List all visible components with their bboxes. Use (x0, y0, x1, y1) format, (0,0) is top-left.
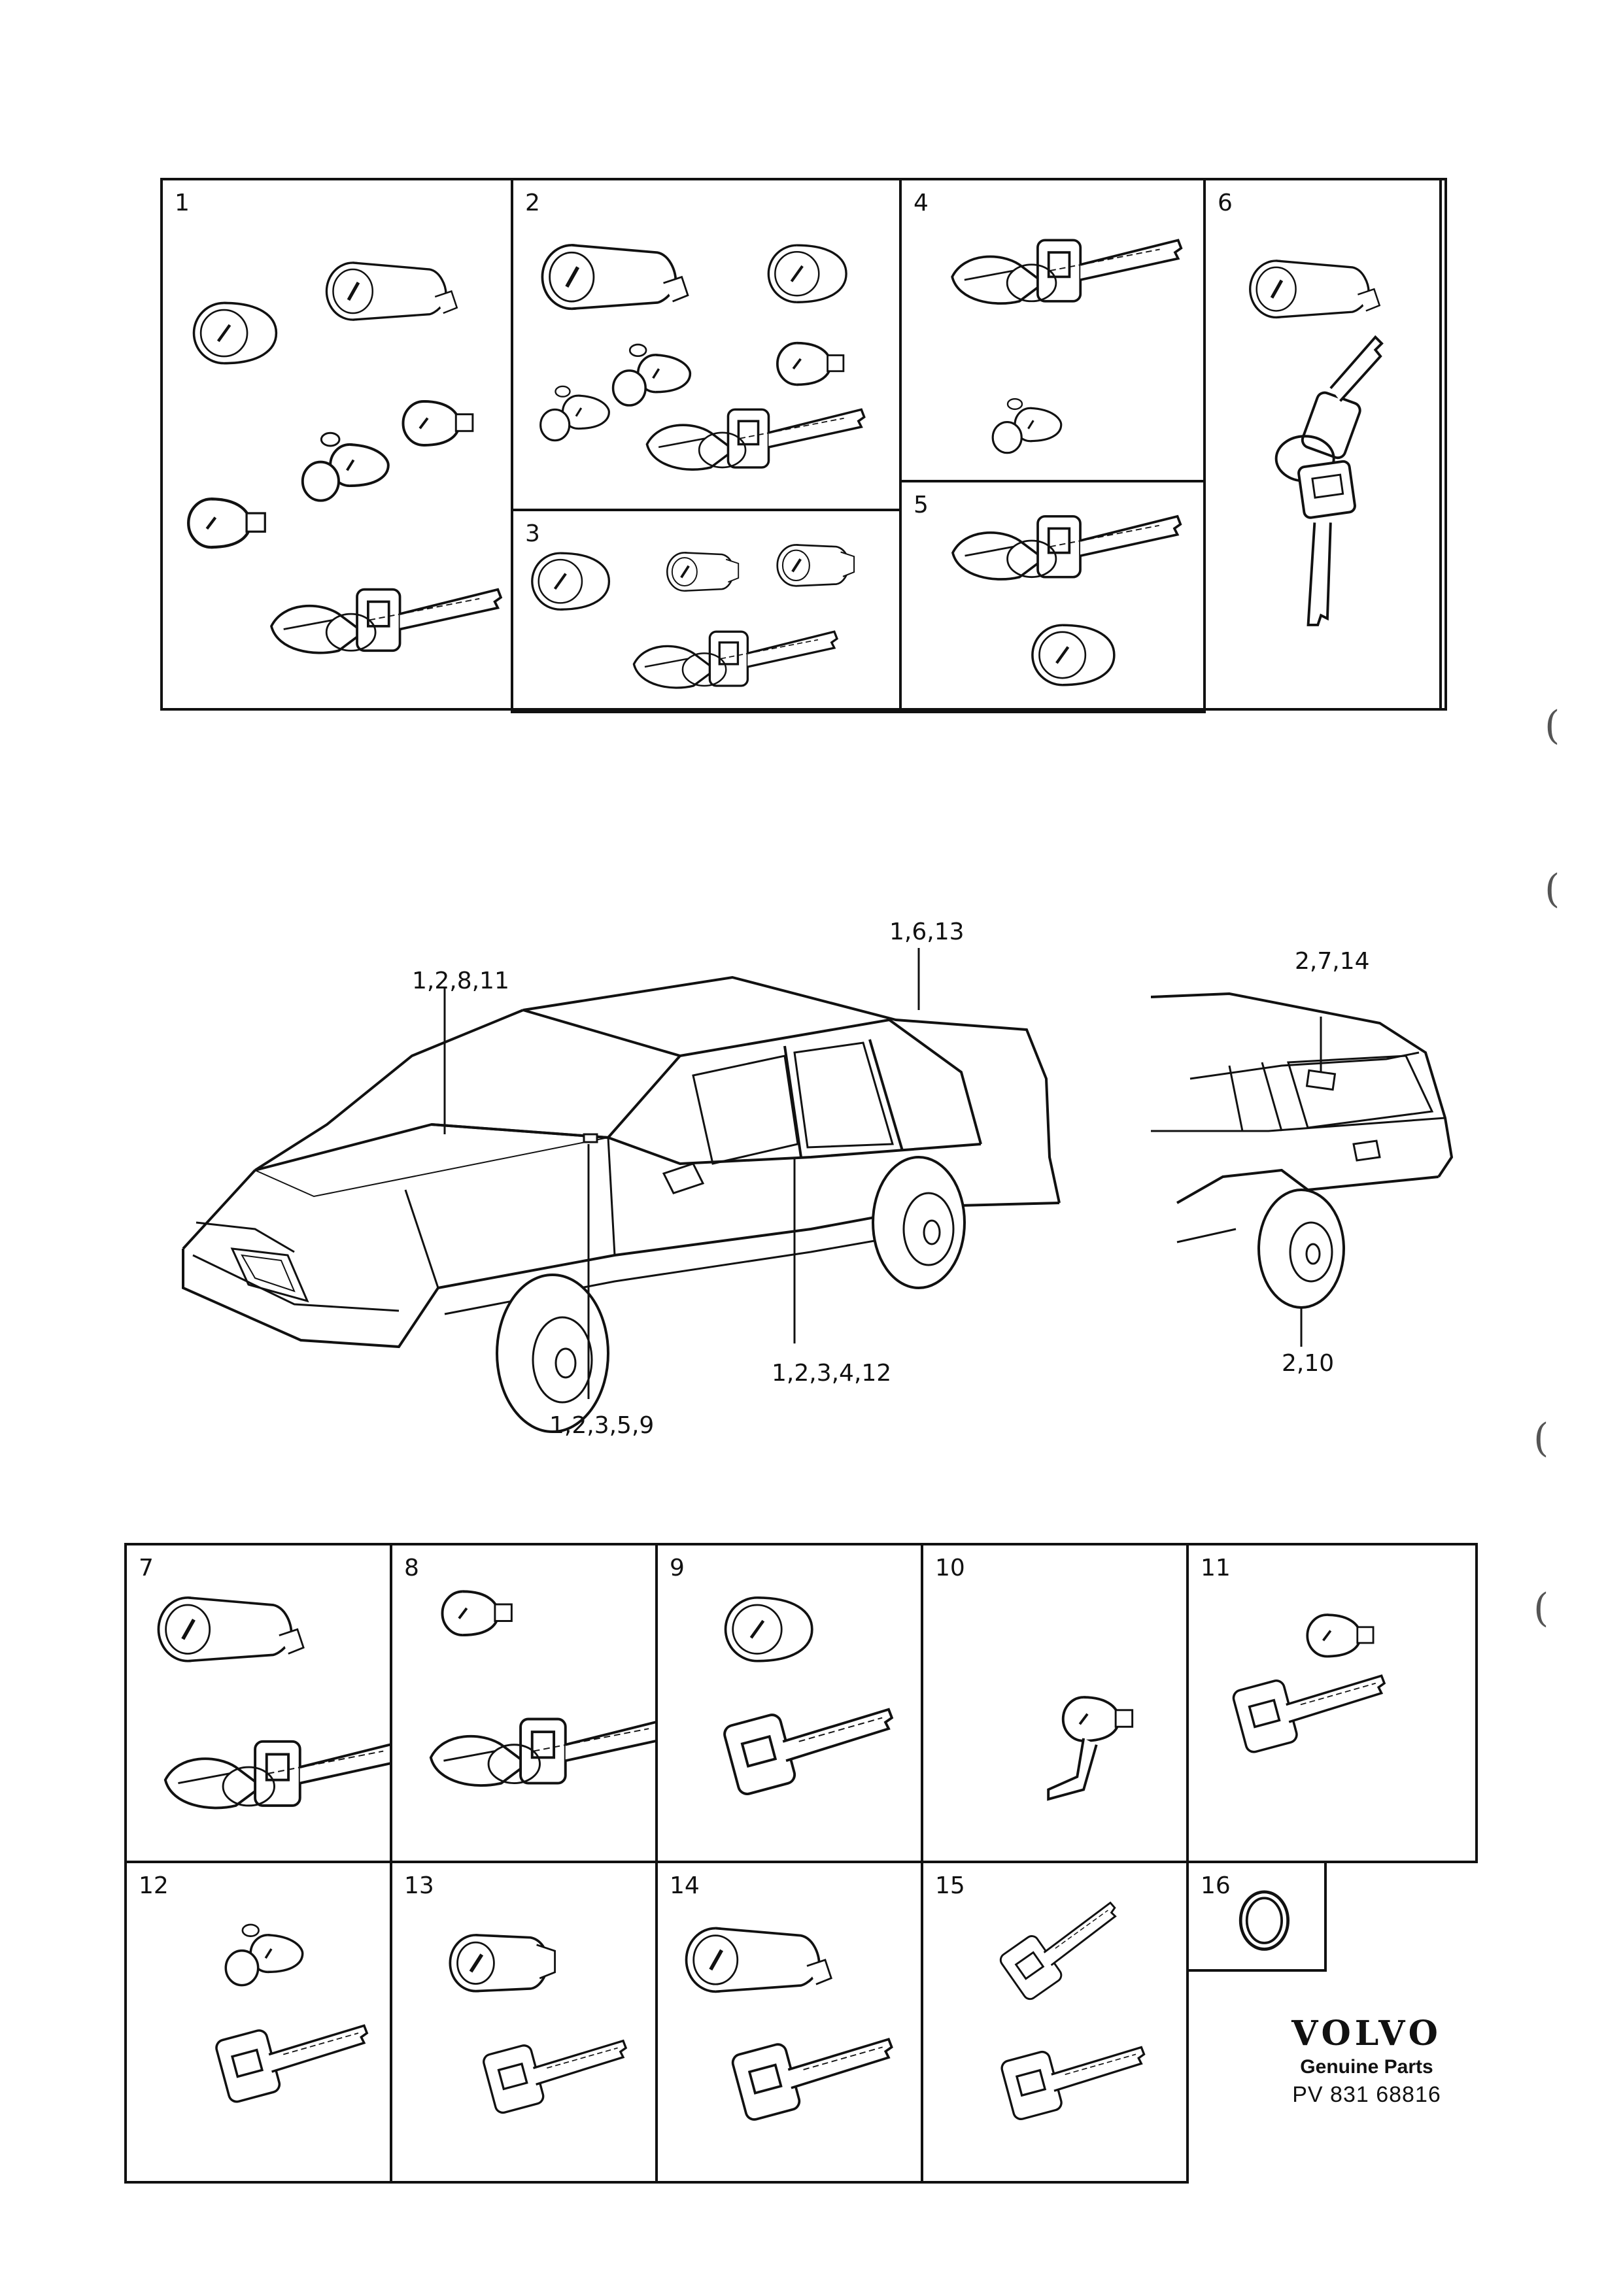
panel-8[interactable]: 8 (390, 1543, 658, 1863)
brand-block: VOLVO Genuine Parts PV 831 68816 (1262, 2014, 1471, 2108)
panel-1-parts (163, 180, 502, 654)
panel-6[interactable]: 6 (1203, 178, 1447, 711)
panel-8-parts (429, 1590, 655, 1787)
panel-number: 10 (935, 1555, 965, 1581)
panel-12[interactable]: 12 (124, 1861, 392, 2184)
panel-number: 16 (1201, 1872, 1231, 1899)
panel-15[interactable]: 15 (921, 1861, 1189, 2184)
panel-4[interactable]: 4 (899, 178, 1206, 482)
bottom-parts-grid: 7 8 9 10 11 12 (124, 1543, 1478, 2184)
callout-rear-door: 1,2,3,4,12 (772, 1360, 892, 1387)
panel-number: 3 (525, 520, 540, 547)
panel-2-parts (539, 180, 866, 471)
panel-number: 14 (670, 1872, 700, 1899)
panel-number: 8 (404, 1555, 419, 1581)
panel-3[interactable]: 3 (511, 509, 902, 713)
callout-wagon-fuel: 2,10 (1282, 1350, 1335, 1377)
panel-number: 7 (139, 1555, 154, 1581)
margin-mark: ( (1533, 1585, 1549, 1631)
panel-13[interactable]: 13 (390, 1861, 658, 2184)
panel-10-parts (1047, 1696, 1134, 1801)
margin-mark: ( (1545, 703, 1560, 749)
panel-number: 11 (1201, 1555, 1231, 1581)
volvo-logo: VOLVO (1291, 2014, 1442, 2053)
panel-13-parts (392, 1863, 627, 2116)
panel-number: 2 (525, 190, 540, 216)
panel-11[interactable]: 11 (1186, 1543, 1478, 1863)
panel-number: 15 (935, 1872, 965, 1899)
panel-11-parts (1230, 1613, 1386, 1755)
panel-14[interactable]: 14 (655, 1861, 923, 2184)
sedan-illustration (182, 948, 1061, 1433)
panel-number: 4 (914, 190, 929, 216)
panel-number: 13 (404, 1872, 434, 1899)
panel-2[interactable]: 2 (511, 178, 902, 511)
callout-front-door: 1,2,3,5,9 (549, 1412, 655, 1439)
panel-12-parts (213, 1923, 368, 2105)
margin-mark: ( (1545, 866, 1560, 912)
panel-15-parts (992, 1900, 1146, 2122)
panel-number: 12 (139, 1872, 169, 1899)
panel-5[interactable]: 5 (899, 480, 1206, 713)
part-number: PV 831 68816 (1292, 2082, 1441, 2107)
panel-3-parts (513, 511, 899, 689)
panel-1[interactable]: 1 (160, 178, 513, 711)
panel-5-parts (951, 515, 1182, 711)
panel-4-parts (951, 239, 1183, 454)
wagon-illustration (1151, 992, 1454, 1347)
panel-number: 1 (175, 190, 190, 216)
panel-number: 9 (670, 1555, 685, 1581)
top-parts-grid: 1 2 3 4 (160, 178, 1447, 713)
panel-7-parts (127, 1545, 390, 1810)
callout-hood: 1,2,8,11 (412, 968, 509, 994)
callout-wagon-tailgate: 2,7,14 (1295, 948, 1370, 975)
panel-9-parts (721, 1545, 893, 1798)
panel-10[interactable]: 10 (921, 1543, 1189, 1863)
callout-trunk: 1,6,13 (889, 919, 965, 945)
panel-number: 5 (914, 492, 929, 518)
panel-7[interactable]: 7 (124, 1543, 392, 1863)
panel-14-parts (658, 1863, 893, 2123)
brand-subtitle: Genuine Parts (1300, 2056, 1433, 2078)
panel-6-parts (1206, 180, 1384, 626)
panel-16-parts (1239, 1890, 1290, 1951)
margin-mark: ( (1533, 1415, 1549, 1461)
panel-number: 6 (1218, 190, 1233, 216)
panel-16[interactable]: 16 (1186, 1861, 1327, 1972)
panel-9[interactable]: 9 (655, 1543, 923, 1863)
